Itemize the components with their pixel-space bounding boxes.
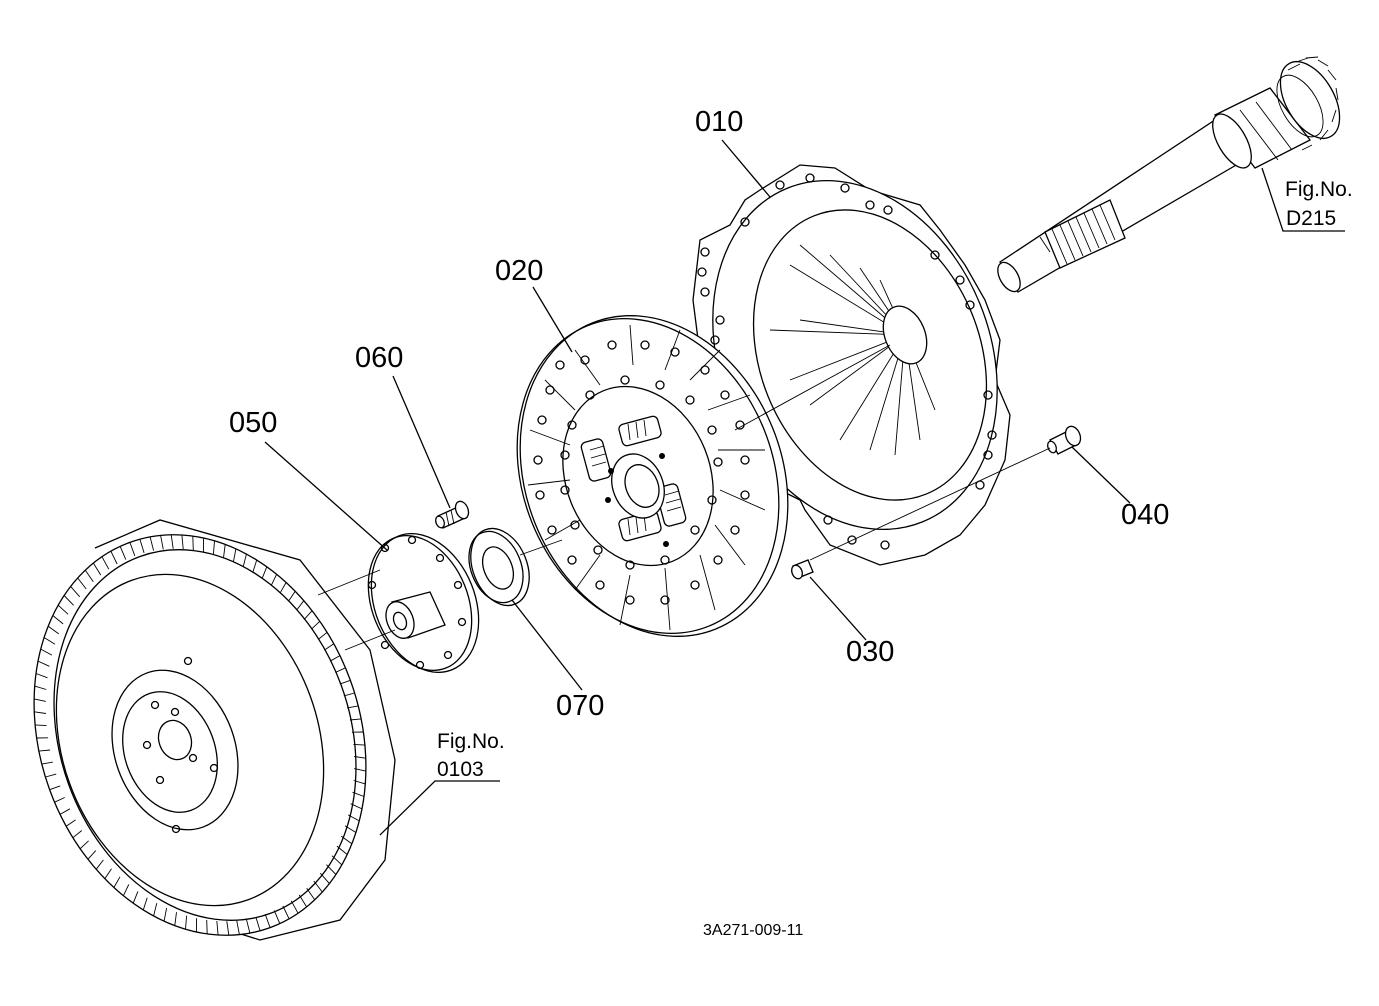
leader-070 <box>512 600 582 690</box>
dowel-pin-030 <box>790 560 813 580</box>
part-label-020: 020 <box>495 255 543 287</box>
part-label-030: 030 <box>846 636 894 668</box>
leader-060 <box>393 376 450 508</box>
ring-gear-tooth <box>207 920 208 934</box>
part-label-070: 070 <box>556 690 604 722</box>
leader-050 <box>265 442 387 550</box>
ref-flywheel-figure: 0103 <box>437 758 484 781</box>
part-label-040: 040 <box>1121 499 1169 531</box>
ref-shaft-figure: D215 <box>1286 207 1336 230</box>
flywheel <box>0 488 420 983</box>
leader-010 <box>722 140 770 197</box>
input-shaft <box>993 52 1352 296</box>
leader-ref-0103 <box>380 781 500 835</box>
bolt-060 <box>434 499 471 529</box>
leader-040 <box>1072 447 1130 503</box>
part-label-060: 060 <box>355 342 403 374</box>
leader-030 <box>810 577 866 640</box>
ref-flywheel-label: Fig.No. <box>437 730 505 753</box>
part-label-050: 050 <box>229 407 277 439</box>
leader-020 <box>533 287 572 352</box>
part-label-010: 010 <box>695 106 743 138</box>
ring-gear-tooth <box>193 536 194 550</box>
drawing-code: 3A271-009-11 <box>703 922 803 939</box>
ref-shaft-label: Fig.No. <box>1285 178 1353 201</box>
bolt-040 <box>1046 424 1083 454</box>
